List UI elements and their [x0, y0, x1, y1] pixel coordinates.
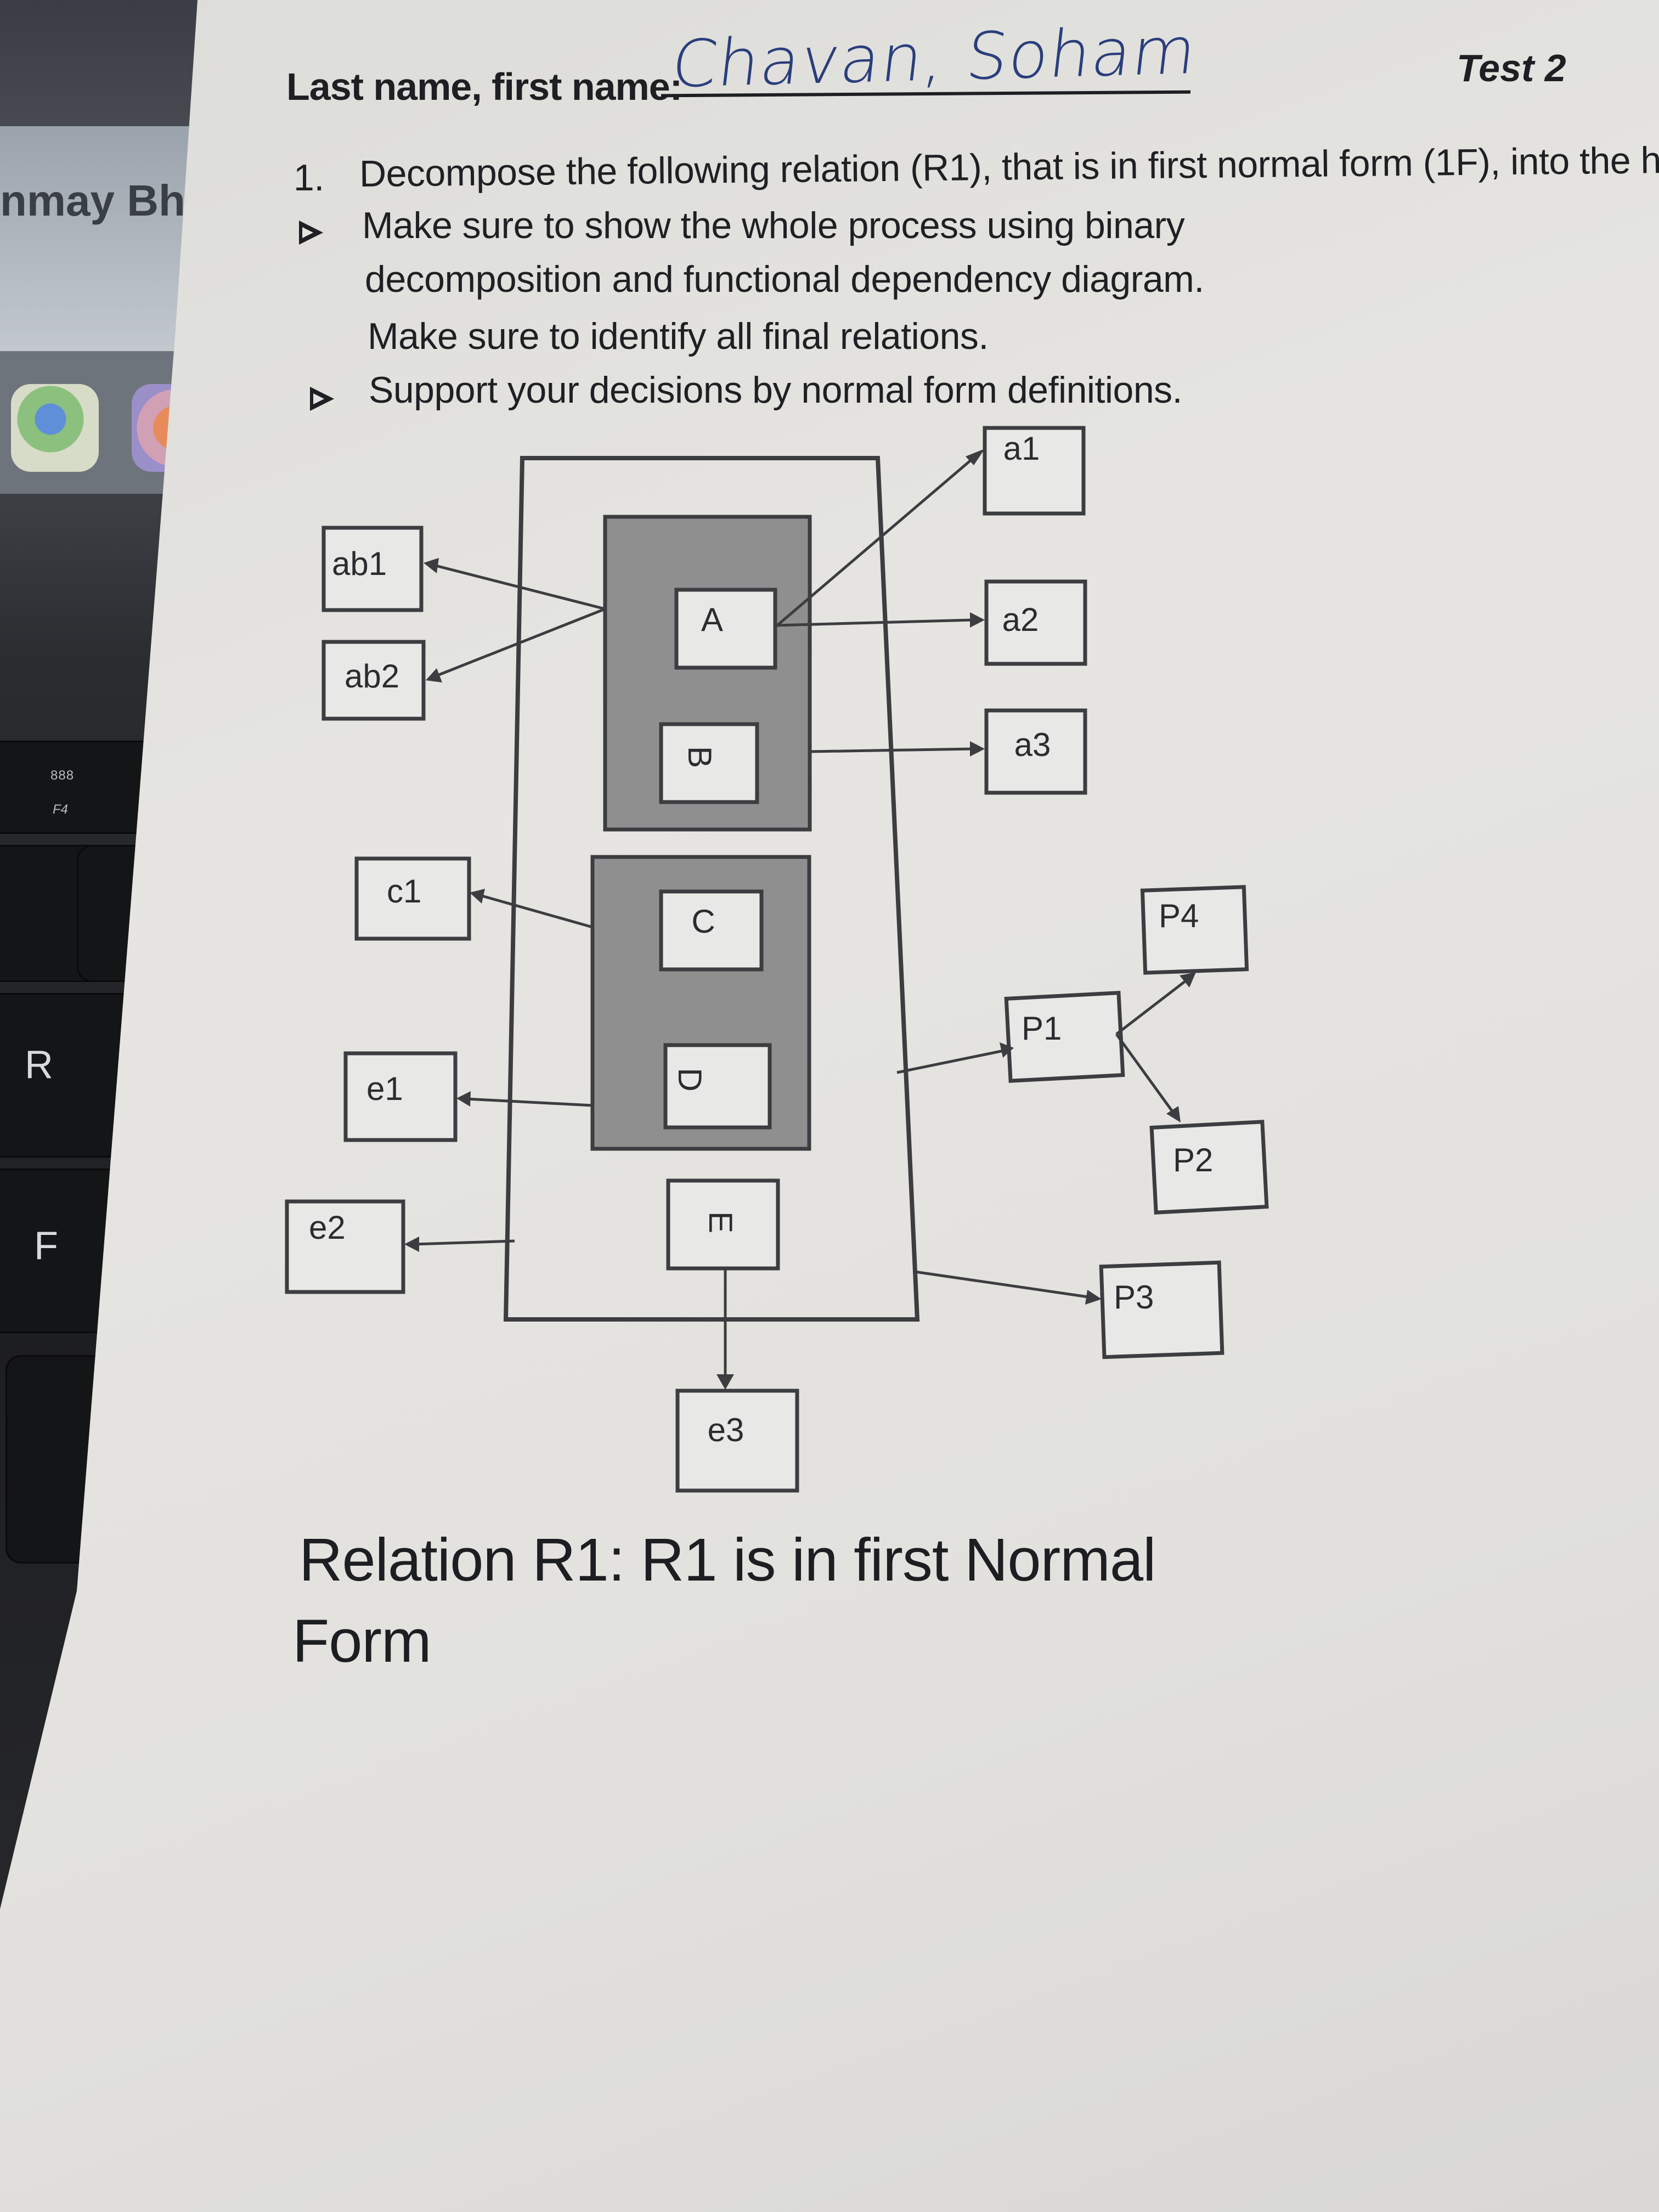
dependency-a-a2 — [775, 618, 974, 627]
question-number: 1. — [294, 157, 324, 199]
test-label: Test 2 — [1457, 47, 1566, 89]
arrowhead-icon — [1180, 972, 1196, 988]
name-label: Last name, first name: — [286, 65, 682, 108]
attr-label-p4: P4 — [1159, 898, 1199, 934]
key-label-d: D — [672, 1068, 708, 1091]
maps-app-icon — [11, 384, 99, 472]
attr-label-ab1: ab1 — [332, 545, 387, 582]
attr-label-e3: e3 — [708, 1412, 744, 1448]
instruction-line: Support your decisions by normal form de… — [369, 369, 1183, 411]
dependency-cd-c1 — [479, 894, 593, 929]
arrowhead-icon — [970, 741, 985, 757]
attr-box-e2 — [285, 1199, 405, 1294]
key-label-a: A — [701, 601, 723, 638]
dependency-b-a3 — [809, 747, 974, 753]
key-box-e — [666, 1178, 780, 1271]
instruction-line: decomposition and functional dependency … — [365, 258, 1204, 300]
attr-label-ab2: ab2 — [345, 658, 399, 695]
dependency-r1-e2 — [414, 1239, 515, 1246]
arrowhead-icon — [970, 612, 985, 628]
relation-caption: Relation R1: R1 is in first Normal Form — [292, 1520, 1232, 1682]
bullet-arrow-icon — [310, 387, 334, 411]
arrowhead-icon — [1085, 1290, 1102, 1305]
arrowhead-icon — [456, 1091, 471, 1107]
attr-box-a3 — [984, 708, 1087, 795]
arrowhead-icon — [424, 558, 439, 573]
attr-box-a1 — [983, 426, 1086, 516]
attr-label-a1: a1 — [1003, 430, 1040, 467]
dependency-p1-p2 — [1115, 1033, 1176, 1115]
key-box-c — [659, 889, 764, 972]
key-box-a — [674, 588, 777, 670]
f-key-label: F — [34, 1224, 58, 1268]
dependency-ab-ab2 — [436, 607, 606, 678]
dependency-r1-p1 — [896, 1049, 1005, 1074]
arrowhead-icon — [1166, 1106, 1181, 1122]
dependency-ab-ab1 — [433, 563, 606, 611]
attr-label-a3: a3 — [1014, 726, 1051, 763]
laptop-window — [0, 126, 198, 357]
key-label-e: E — [702, 1211, 739, 1233]
attr-label-c1: c1 — [387, 873, 421, 910]
dependency-r1-p3 — [914, 1270, 1092, 1299]
laptop-window-text: nmay Bha — [0, 176, 210, 225]
attr-box-e3 — [675, 1389, 799, 1493]
attr-label-p3: P3 — [1114, 1279, 1154, 1316]
instruction-line: Make sure to show the whole process usin… — [362, 205, 1185, 246]
arrowhead-icon — [716, 1374, 734, 1390]
attr-label-e1: e1 — [366, 1070, 403, 1107]
arrowhead-icon — [1000, 1042, 1014, 1058]
attr-box-ab2 — [321, 640, 426, 721]
arrowhead-icon — [404, 1237, 419, 1252]
attr-box-ab1 — [321, 526, 424, 612]
relation-r1-box — [503, 456, 920, 1322]
r-key-label: R — [25, 1043, 53, 1087]
attr-box-p1 — [1004, 991, 1125, 1083]
attr-box-a2 — [984, 579, 1087, 666]
arrowhead-icon — [470, 889, 485, 904]
attr-box-p3 — [1099, 1260, 1224, 1359]
instruction-line: Make sure to identify all final relation… — [368, 315, 989, 357]
bullet-arrow-icon — [299, 221, 323, 245]
attr-label-p2: P2 — [1173, 1142, 1213, 1178]
f4-key-glyph: 888 — [50, 768, 75, 783]
dependency-p1-p4 — [1115, 978, 1189, 1035]
attr-box-c1 — [354, 856, 471, 941]
attr-box-p2 — [1149, 1120, 1269, 1215]
attr-box-e1 — [343, 1051, 458, 1142]
caption-line: Relation R1: R1 is in first Normal — [299, 1526, 1156, 1594]
dependency-a-a1 — [774, 454, 978, 628]
f4-key-label: F4 — [53, 802, 69, 817]
attr-label-p1: P1 — [1022, 1010, 1062, 1047]
key-label-c: C — [691, 903, 715, 940]
key-box-b — [659, 722, 759, 804]
dependency-cd-e1 — [466, 1097, 593, 1107]
attr-label-e2: e2 — [309, 1209, 346, 1246]
key-label-b: B — [681, 746, 718, 768]
attr-label-a2: a2 — [1002, 601, 1039, 638]
attr-box-p4 — [1140, 885, 1249, 975]
arrowhead-icon — [966, 449, 985, 465]
arrowhead-icon — [426, 668, 442, 682]
key-box-d — [663, 1043, 772, 1130]
caption-line: Form — [292, 1607, 432, 1675]
